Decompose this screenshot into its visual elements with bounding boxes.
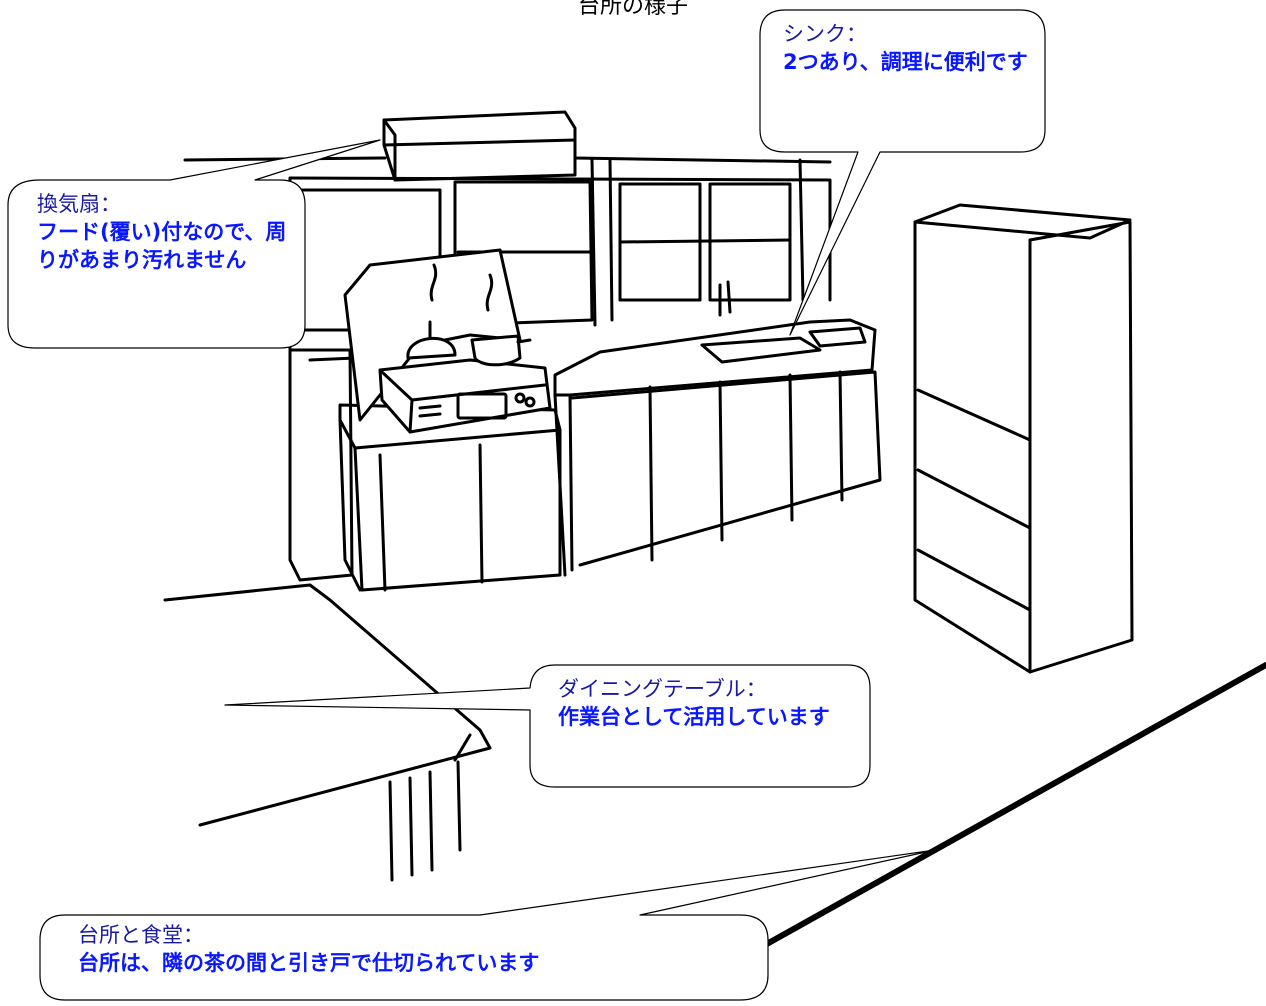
sink-heading: シンク： (783, 22, 867, 46)
kitchen-callout-bubble (39, 849, 936, 1001)
table-heading: ダイニングテーブル： (558, 677, 767, 701)
kitchen-heading: 台所と食堂： (78, 923, 204, 947)
sink-annotation: シンク： 2つあり、調理に便利です (783, 20, 1038, 76)
table-annotation: ダイニングテーブル： 作業台として活用しています (558, 675, 853, 731)
sink-text: 2つあり、調理に便利です (783, 50, 1028, 74)
stove-icon (378, 358, 552, 434)
page-title: 台所の様子 (577, 0, 688, 19)
kitchen-text: 台所は、隣の茶の間と引き戸で仕切られています (78, 951, 540, 975)
sink-callout-bubble (759, 9, 1046, 336)
sink-counter (553, 280, 882, 577)
wall-line-right (573, 156, 832, 164)
kitchen-annotation: 台所と食堂： 台所は、隣の茶の間と引き戸で仕切られています (78, 921, 758, 977)
range-hood-icon (382, 110, 577, 182)
table-callout-bubble (224, 664, 871, 788)
kettle-icon (406, 263, 457, 360)
fan-callout-bubble (7, 139, 381, 349)
window-frames (288, 158, 832, 352)
refrigerator-icon (913, 203, 1134, 674)
dining-table-icon (163, 583, 492, 882)
table-text: 作業台として活用しています (558, 705, 830, 729)
fan-heading: 換気扇： (37, 192, 121, 216)
fan-annotation: 換気扇： フード(覆い)付なので、周りがあまり汚れません (37, 190, 295, 274)
pot-icon (470, 273, 532, 367)
sliding-door-line (762, 662, 1266, 948)
fan-text: フード(覆い)付なので、周りがあまり汚れません (37, 220, 287, 272)
